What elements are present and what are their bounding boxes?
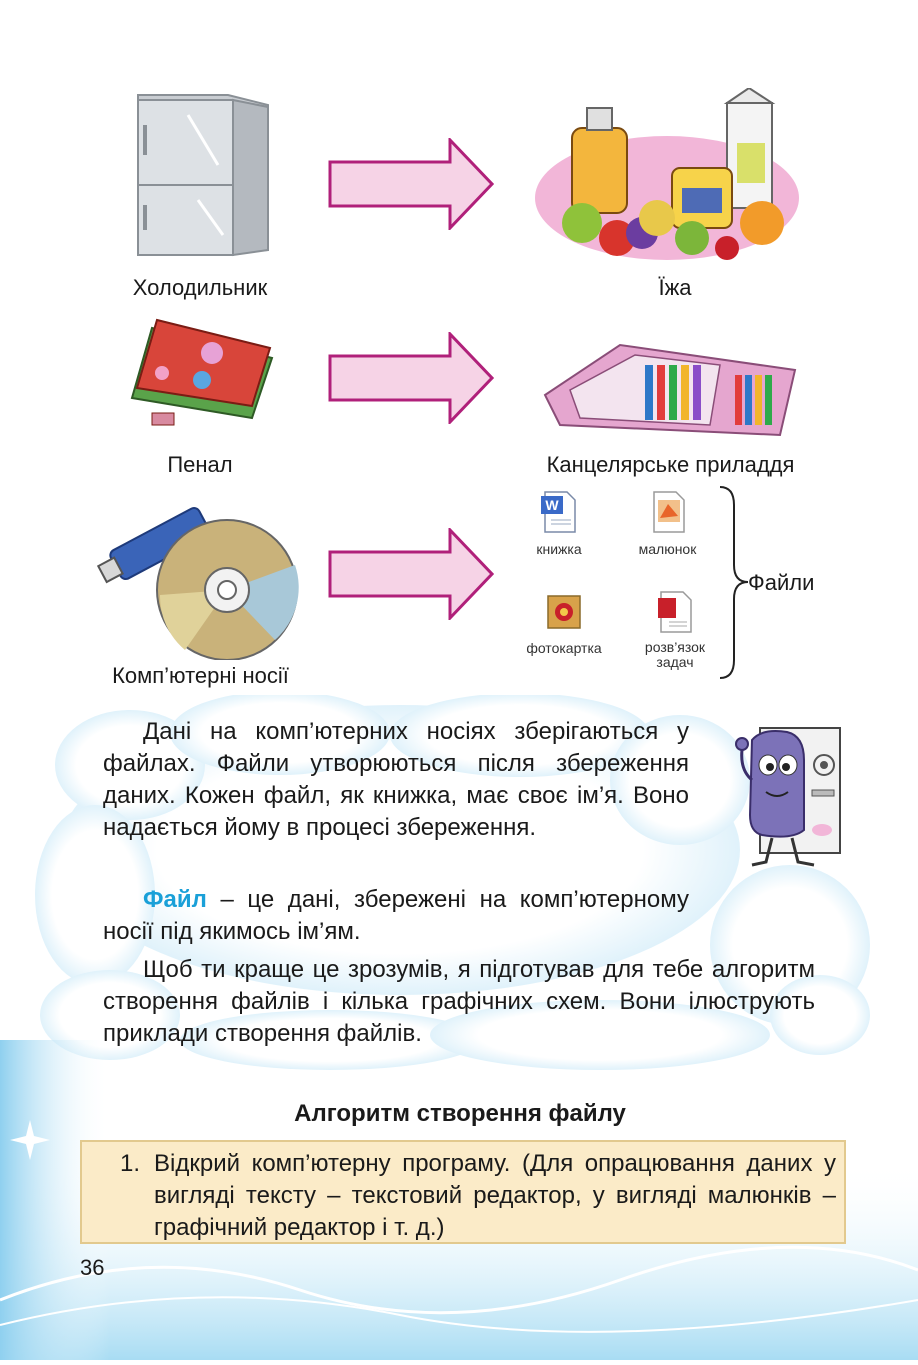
file-book-label: книжка [536,541,582,557]
pencil-case-illustration [122,318,282,443]
svg-text:W: W [545,497,559,513]
storage-media-illustration [95,495,305,661]
algorithm-title: Алгоритм створення файлу [294,1100,626,1127]
file-term: Файл [143,886,207,913]
picture-file-icon [648,490,688,534]
algorithm-step-text: Відкрий комп’ютерну програму. (Для опрац… [154,1150,836,1241]
food-illustration [532,86,802,268]
fridge-label: Холодильник [132,275,268,300]
fridge-illustration [128,85,273,270]
stationery-illustration [540,340,802,440]
bubble-paragraph-3: Щоб ти краще це зрозумів, я підготував д… [103,956,815,1047]
speech-bubble-cloud [0,691,918,1075]
storage-media-label: Комп’ютерні носії [112,663,289,688]
algorithm-step-number: 1. [120,1150,141,1177]
algorithm-step-box: 1. Відкрий комп’ютерну програму. (Для оп… [80,1140,846,1244]
file-photo[interactable]: фотокартка [512,592,616,656]
page-number: 36 [80,1255,105,1280]
food-label: Їжа [658,275,692,300]
file-book[interactable]: W книжка [518,490,600,557]
file-picture[interactable]: малюнок [625,490,710,557]
photo-file-icon [544,592,584,632]
computer-mascot-illustration [732,720,852,870]
arrow-right-icon [328,528,494,620]
right-brace [712,485,752,685]
document-file-icon [655,590,695,634]
file-definition: – це дані, збережені на комп’ютерному но… [103,886,689,945]
file-solution-label: розв’язок задач [644,639,706,670]
file-solution[interactable]: розв’язок задач [628,590,722,670]
stationery-label: Канцелярське приладдя [546,452,795,477]
word-document-icon: W [539,490,579,534]
file-picture-label: малюнок [638,541,697,557]
arrow-right-icon [328,332,494,424]
file-photo-label: фотокартка [526,640,602,656]
bubble-paragraph-2: Файл – це дані, збережені на комп’ютерно… [103,884,689,948]
arrow-right-icon [328,138,494,230]
pencil-case-label: Пенал [167,452,233,477]
bubble-paragraph-1: Дані на комп’ютерних носіях зберігаються… [103,718,689,841]
files-group-label: Файли [748,570,815,595]
